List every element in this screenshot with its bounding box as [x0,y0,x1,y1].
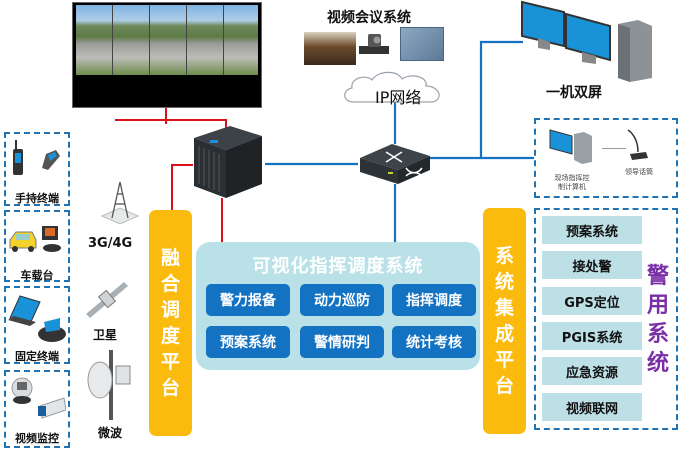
vehicle-radio-icon [8,218,64,258]
fusion-dispatch-platform: 融 合 调 度 平 台 [149,210,192,436]
module-button[interactable]: 指挥调度 [392,284,476,316]
police-systems-title: 警 用 系 统 [646,264,669,376]
mcu-server-icon [400,27,444,61]
conference-camera-icon [357,30,391,58]
core-system-title: 可视化指挥调度系统 [252,256,424,277]
platform-char: 系 [494,245,514,267]
cctv-camera-icon [10,374,67,424]
leader-microphone-label: 领导话筒 [625,168,653,176]
wire-switch-to-fusion [171,164,193,212]
terminal-group-vehicle [4,210,70,282]
conference-room-photo [304,32,356,65]
system-integration-platform: 系 统 集 成 平 台 [483,208,526,434]
command-computer-label: 现场指挥控 制计算机 [554,174,590,191]
command-computer-icon [548,128,594,164]
wire-videowall-switch-top [115,119,227,128]
module-button[interactable]: 统计考核 [392,326,476,358]
video-conference-label: 视频会议系统 [327,10,411,26]
platform-char: 平 [160,351,180,373]
ip-network-label: IP网络 [375,88,422,107]
computer-mic-link [602,148,626,149]
police-systems-group [534,208,678,430]
link-label: 3G/4G [88,236,133,251]
police-system-item[interactable]: 接处警 [542,251,642,279]
fixed-terminal-icon [8,292,66,344]
cell-tower-icon [98,178,142,228]
police-system-item[interactable]: PGIS系统 [542,322,642,350]
leader-microphone-icon [626,128,650,160]
police-system-item[interactable]: 视频联网 [542,393,642,421]
link-label: 微波 [98,426,123,440]
video-wall-image [76,5,258,75]
police-system-item[interactable]: 应急资源 [542,357,642,385]
module-button[interactable]: 动力巡防 [300,284,384,316]
ip-network-cloud [340,70,448,108]
core-switch-rack-icon [190,124,266,200]
handheld-radio-icon [12,140,62,180]
platform-char: 度 [160,325,180,347]
dual-screen-workstation-icon [520,0,655,82]
platform-char: 统 [494,271,514,293]
terminal-label: 手持终端 [15,192,59,205]
platform-char: 台 [160,377,180,399]
module-button[interactable]: 警情研判 [300,326,384,358]
dual-screen-label: 一机双屏 [546,85,602,101]
link-label: 卫星 [93,328,118,342]
platform-char: 台 [494,375,514,397]
terminal-label: 车载台 [20,269,54,282]
platform-char: 调 [160,299,180,321]
police-system-item[interactable]: 预案系统 [542,216,642,244]
module-button[interactable]: 警力报备 [206,284,290,316]
terminal-group-fixed [4,286,70,364]
platform-char: 集 [494,297,514,319]
network-router-icon [358,140,432,186]
module-button[interactable]: 预案系统 [206,326,290,358]
platform-char: 融 [160,247,180,269]
satellite-icon [84,278,130,320]
platform-char: 平 [494,349,514,371]
video-wall [72,2,262,108]
terminal-label: 固定终端 [15,350,59,363]
visual-command-dispatch-system: 可视化指挥调度系统 警力报备 动力巡防 指挥调度 预案系统 警情研判 统计考核 [196,242,480,370]
police-system-item[interactable]: GPS定位 [542,287,642,315]
terminal-group-handheld [4,132,70,206]
microwave-dish-icon [86,350,134,420]
platform-char: 成 [494,323,514,345]
wire-to-dual-screen [479,40,523,158]
terminal-label: 视频监控 [15,432,59,445]
platform-char: 合 [160,273,180,295]
command-site-group [534,118,678,198]
terminal-group-cctv [4,370,70,448]
